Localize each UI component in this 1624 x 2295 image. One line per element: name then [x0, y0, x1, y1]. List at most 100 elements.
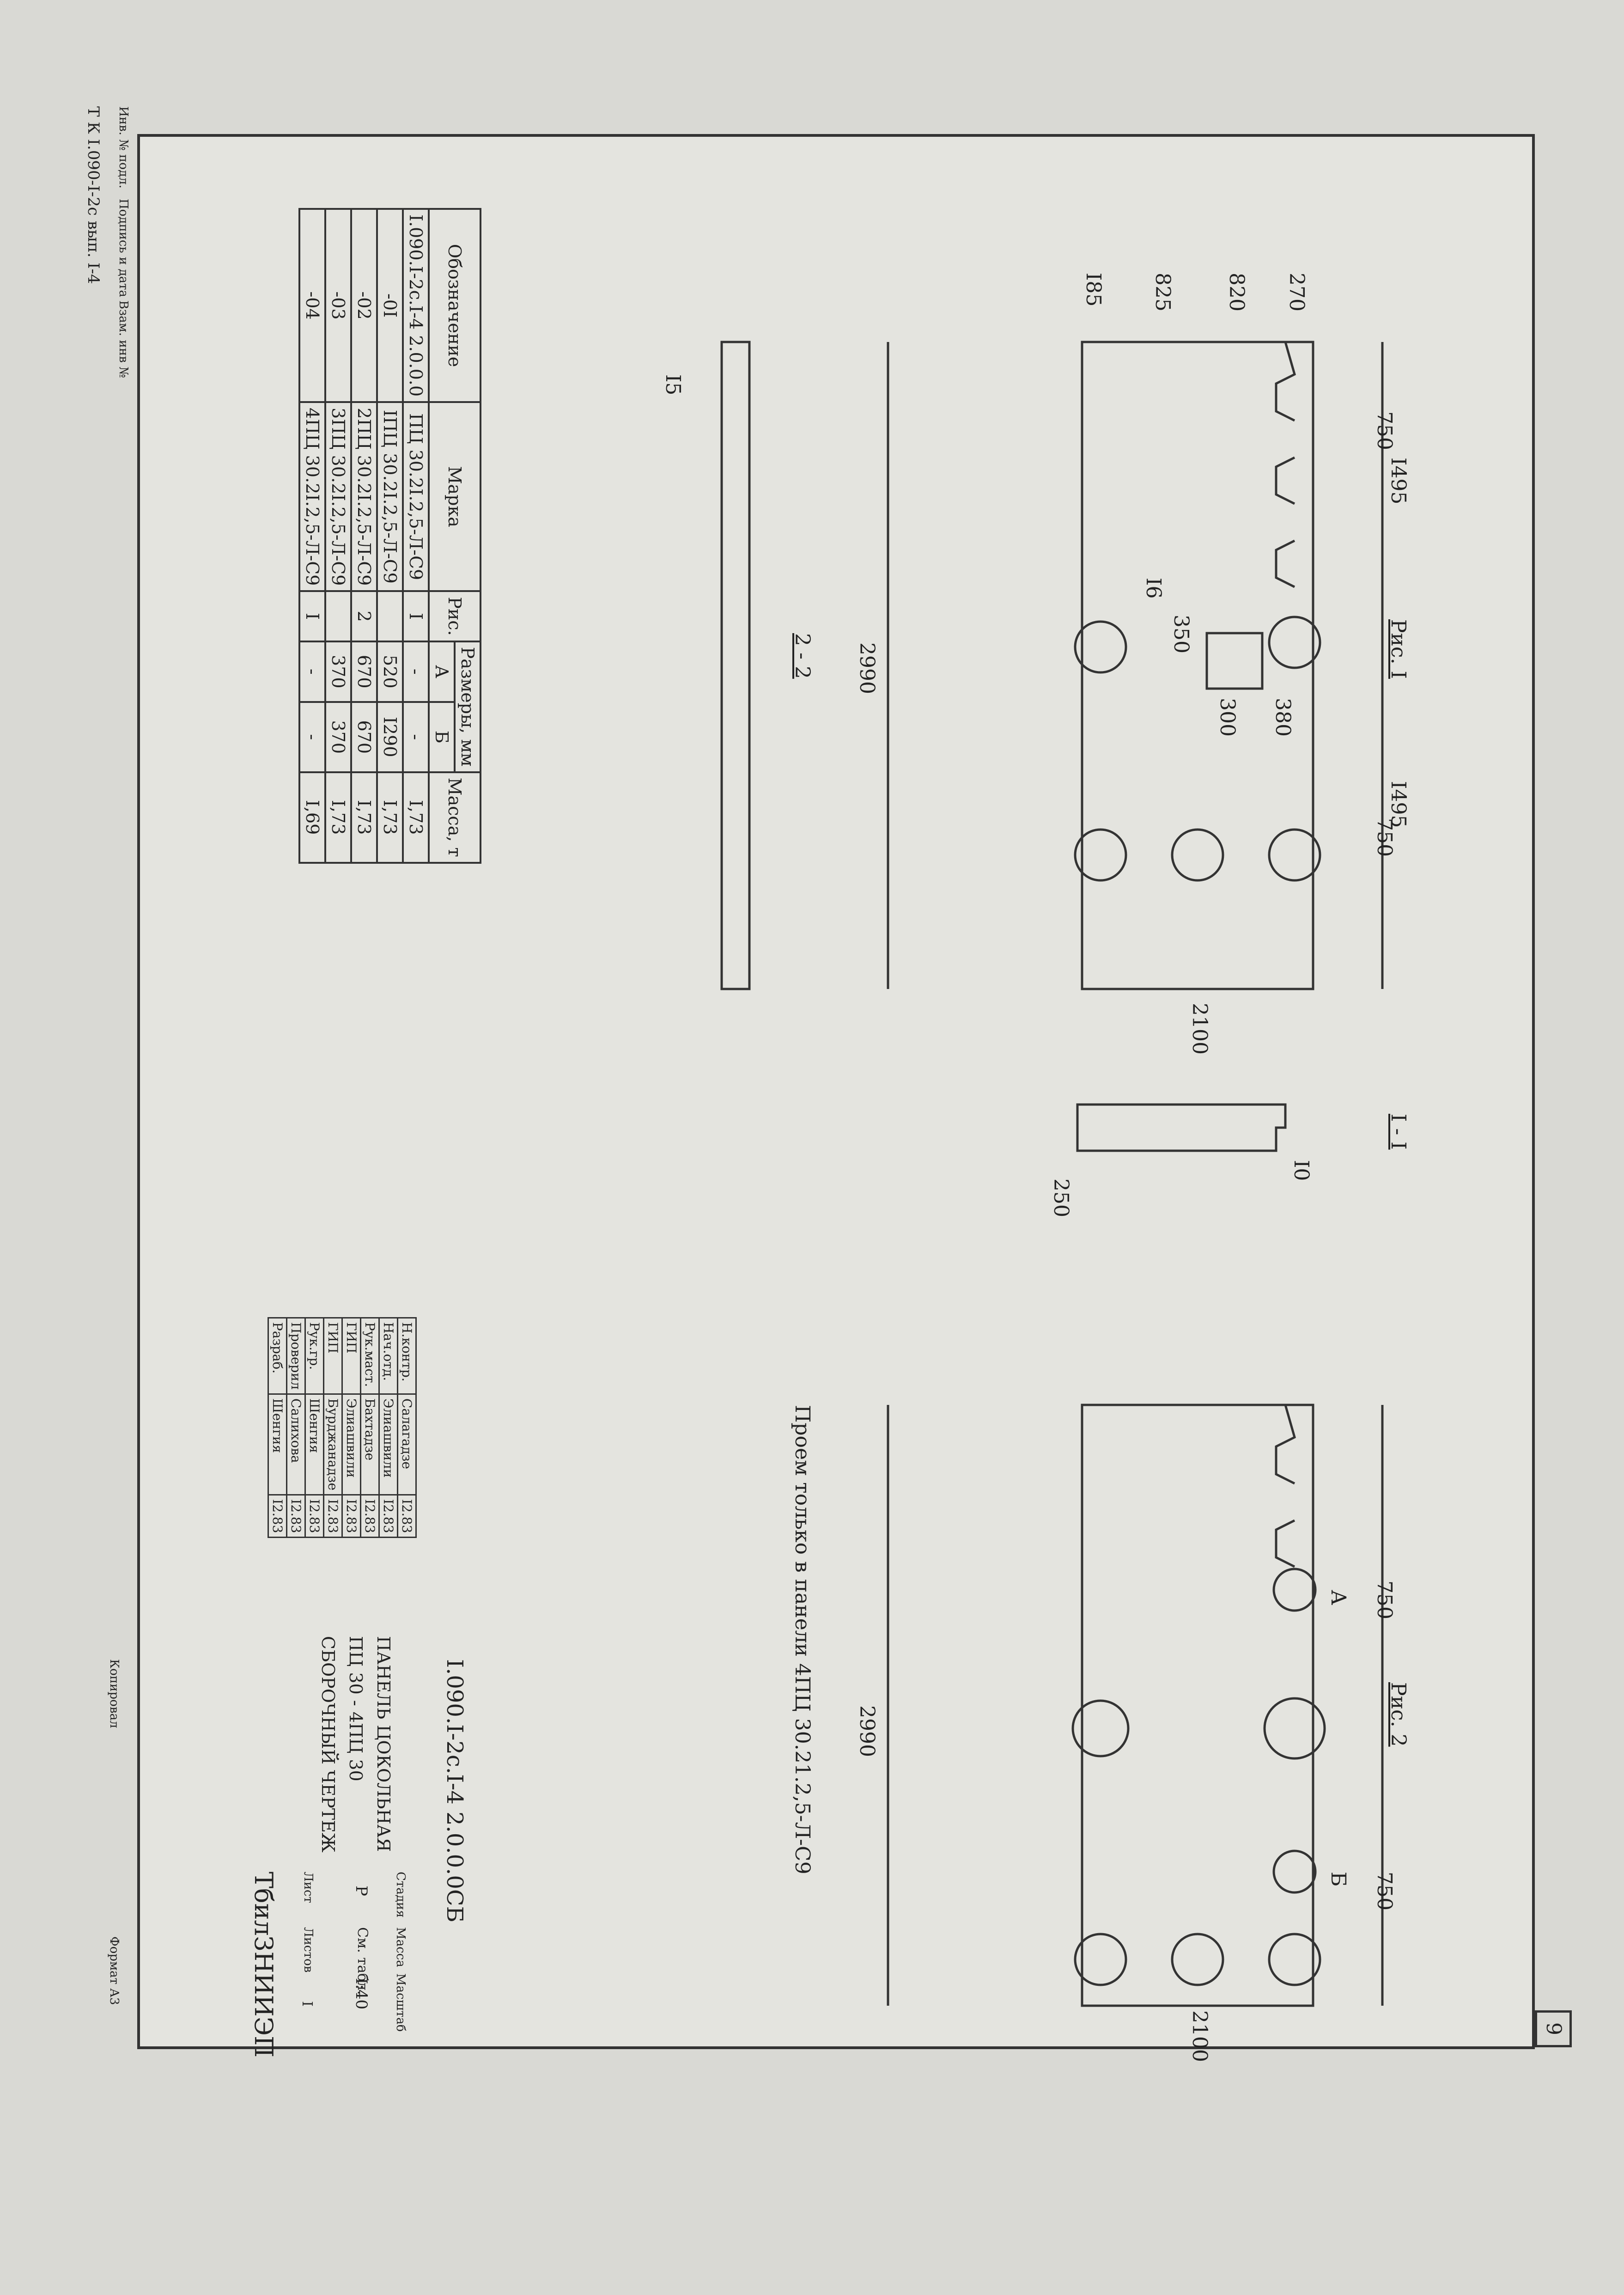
cell: I,73: [351, 772, 377, 863]
role: Рук.маст.: [360, 1318, 379, 1394]
dim-2100: 2100: [1188, 1003, 1211, 1055]
fig2-callout-circle-7: [1268, 1933, 1321, 1986]
cell: 3ПЦ 30.2I.2,5-Л-С9: [325, 402, 351, 592]
cell: -04: [299, 209, 325, 403]
fig2-callout-circle-10: [1171, 1933, 1224, 1986]
cell: 2ПЦ 30.2I.2,5-Л-С9: [351, 402, 377, 592]
title-block-name-1: ПАНЕЛЬ ЦОКОЛЬНАЯ: [373, 1636, 394, 1852]
name: Бурджанадзе: [323, 1394, 342, 1495]
title-block-name-2: ПЦ 30 - 4ПЦ 30: [346, 1636, 366, 1782]
date: I2.83: [323, 1495, 342, 1538]
table-row: -0I IПЦ 30.2I.2,5-Л-С9 520 I290 I,73: [377, 209, 403, 863]
date: I2.83: [379, 1495, 398, 1538]
side-strip-sign-date: Подпись и дата: [116, 199, 130, 297]
cell: -: [299, 641, 325, 702]
role: Рук.гр.: [305, 1318, 324, 1394]
date: I2.83: [360, 1495, 379, 1538]
opening-note: Проем только в панели 4ПЦ 30.21.2,5-Л-С9: [791, 1405, 814, 1874]
cell: -03: [325, 209, 351, 403]
fig2-title: Рис. 2: [1387, 1682, 1410, 1747]
title-block-code: I.090.I-2с.I-4 2.0.0.0СБ: [442, 1659, 468, 1923]
technical-drawing: [720, 341, 1384, 2007]
cell: I,73: [403, 772, 429, 863]
section-1-1-profile: [1076, 1103, 1287, 1152]
name: Шенгия: [305, 1394, 324, 1495]
role: ГИП: [342, 1318, 361, 1394]
callout-16: I6: [1142, 578, 1165, 599]
role: ГИП: [323, 1318, 342, 1394]
fig1-opening: [1205, 632, 1264, 690]
cell: I,69: [299, 772, 325, 863]
fig1-callout-circle-10: [1171, 828, 1224, 882]
side-strip-tk: Т К I.090-I-2с вып. I-4: [84, 106, 103, 284]
date: I2.83: [397, 1495, 416, 1538]
dim-380: 380: [1271, 698, 1295, 737]
section-1-1-dim-250: 250: [1049, 1178, 1073, 1217]
cell: I290: [377, 702, 403, 772]
fig2-callout-circle-5: [1263, 1697, 1326, 1760]
cell: 670: [351, 641, 377, 702]
section-2-2-profile: [720, 341, 751, 990]
cell: -0I: [377, 209, 403, 403]
fig2-callout-circle-11b: [1272, 1849, 1317, 1894]
name: Бахтадзе: [360, 1394, 379, 1495]
dim-820: 820: [1225, 273, 1248, 311]
cell: I: [299, 591, 325, 641]
fig2-dim-750-b: 750: [1373, 1872, 1396, 1910]
dim-750-b: 750: [1373, 818, 1396, 857]
rotated-sheet: 9: [84, 106, 1572, 2062]
sheet-label: Лист: [301, 1872, 315, 1903]
scale-label: Масштаб: [394, 1973, 408, 2032]
date: I2.83: [305, 1495, 324, 1538]
cell: I: [403, 591, 429, 641]
title-block-name-3: СБОРОЧНЫЙ ЧЕРТЕЖ: [318, 1636, 338, 1853]
spec-header-a: А: [429, 641, 455, 702]
cell: ПЦ 30.2I.2,5-Л-С9: [403, 402, 429, 592]
cell: 4ПЦ 30.2I.2,5-Л-С9: [299, 402, 325, 592]
dim-750-a: 750: [1373, 411, 1396, 450]
dim-350: 350: [1169, 615, 1193, 653]
cell: I,73: [325, 772, 351, 863]
fig2-dim-2100: 2100: [1188, 2010, 1211, 2062]
format-label: Формат А3: [107, 1936, 121, 2005]
role: Проверил: [286, 1318, 305, 1394]
spec-header-designation: Обозначение: [429, 209, 481, 403]
cell: 370: [325, 641, 351, 702]
spec-header-sizes: Размеры, мм: [455, 641, 481, 772]
dim-300: 300: [1216, 698, 1239, 737]
fig2-notches: [1275, 1404, 1296, 1568]
fig1-callout-circle-9: [1074, 828, 1127, 882]
section-1-1-title: I - I: [1387, 1114, 1410, 1150]
scale-value: I:40: [352, 1978, 371, 2010]
fig2-dim-B: Б: [1326, 1872, 1350, 1887]
copied-label: Копировал: [107, 1659, 121, 1728]
cell: IПЦ 30.2I.2,5-Л-С9: [377, 402, 403, 592]
name: Шенгия: [268, 1394, 287, 1495]
dim-185: I85: [1082, 273, 1105, 307]
cell: 520: [377, 641, 403, 702]
table-row: -04 4ПЦ 30.2I.2,5-Л-С9 I - - I,69: [299, 209, 325, 863]
section-1-1-dim-10: I0: [1289, 1160, 1313, 1181]
name: Элиашвили: [379, 1394, 398, 1495]
spec-header-b: Б: [429, 702, 455, 772]
table-row: -02 2ПЦ 30.2I.2,5-Л-С9 2 670 670 I,73: [351, 209, 377, 863]
dim-825: 825: [1151, 273, 1174, 311]
name: Элиашвили: [342, 1394, 361, 1495]
fig1-callout-circle-5: [1268, 616, 1321, 669]
sheets-label: Листов: [301, 1927, 315, 1973]
role: Н.контр.: [397, 1318, 416, 1394]
fig2-callout-circle-8: [1071, 1699, 1130, 1758]
fig2-dim-2990: 2990: [855, 1705, 879, 1757]
sheets-value: I: [299, 2001, 315, 2007]
cell: I.090.I-2с.I-4 2.0.0.0: [403, 209, 429, 403]
organization: ТбилЗНИИЭП: [249, 1872, 278, 2058]
cell: [325, 591, 351, 641]
